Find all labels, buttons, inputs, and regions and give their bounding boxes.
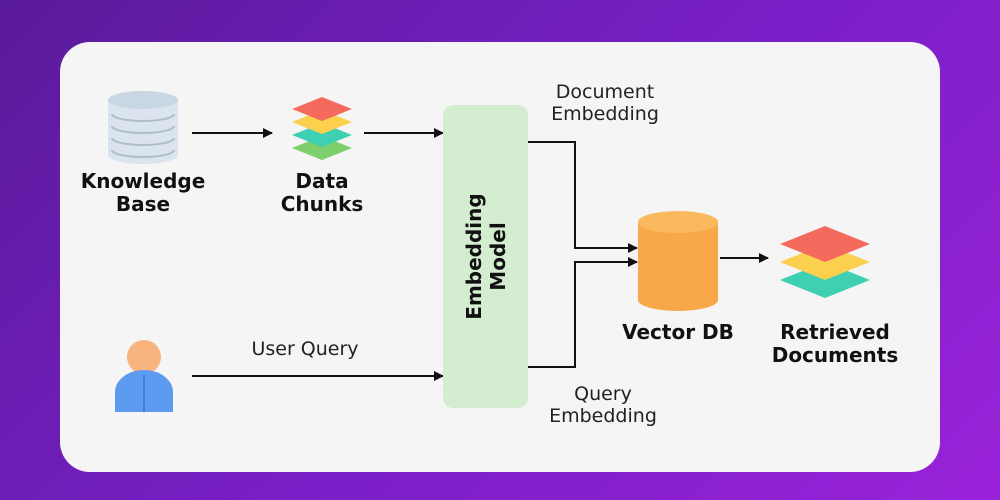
- user-query-label: User Query: [251, 338, 359, 360]
- embedding-model-box: Embedding Model: [443, 105, 528, 408]
- layers-icon: [292, 97, 352, 160]
- database-icon: [108, 91, 178, 164]
- layers-icon: [780, 226, 870, 298]
- document-embedding-label: Document Embedding: [551, 81, 659, 125]
- data-chunks-label: Data Chunks: [280, 169, 364, 216]
- knowledge-base-label: Knowledge Base: [80, 169, 206, 216]
- retrieved-documents-label: Retrieved Documents: [771, 320, 899, 367]
- user-icon: [115, 340, 173, 412]
- arrow-query-embedding: [528, 257, 638, 368]
- embedding-model-label: Embedding Model: [461, 193, 510, 320]
- vector-db-label: Vector DB: [622, 320, 734, 344]
- arrow-document-embedding: [528, 141, 638, 253]
- cylinder-icon: [638, 211, 718, 311]
- query-embedding-label: Query Embedding: [549, 383, 657, 427]
